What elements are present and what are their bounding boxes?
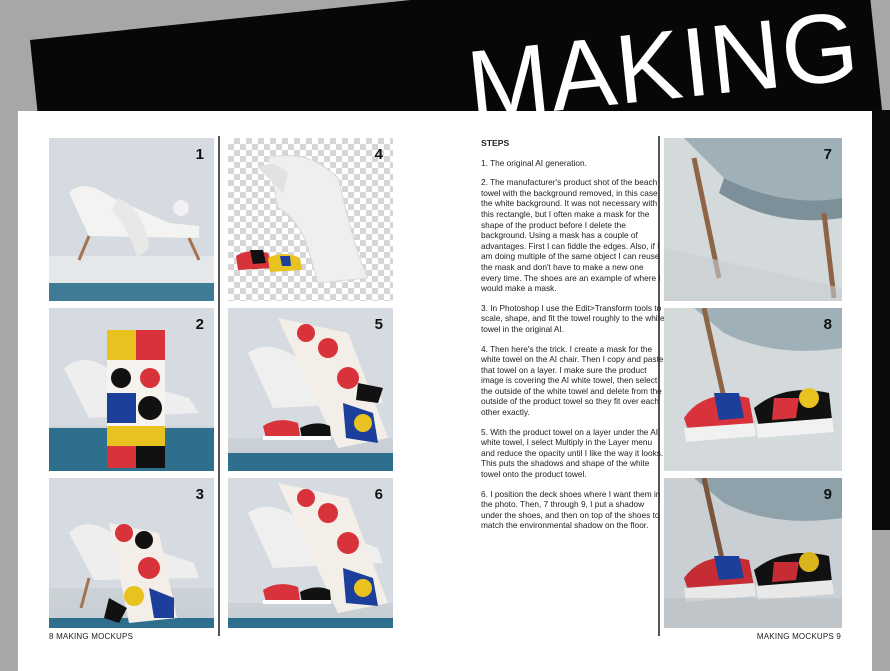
image-number: 9 (823, 486, 832, 503)
image-number: 2 (195, 316, 204, 333)
image-5: 5 (228, 308, 393, 471)
image-4: 4 (228, 138, 393, 301)
footer-left: 8 MAKING MOCKUPS (49, 632, 134, 641)
image-number: 6 (374, 486, 383, 503)
towel-illustration (49, 308, 214, 471)
image-8: 8 (664, 308, 842, 471)
image-number: 4 (374, 146, 383, 163)
image-6: 6 (228, 478, 393, 628)
image-2: 2 (49, 308, 214, 471)
chair-close-up-illustration (664, 138, 842, 301)
column-rule-left (218, 136, 220, 636)
towel-shoes-shadow-illustration (228, 478, 393, 628)
image-number: 7 (823, 146, 832, 163)
image-9: 9 (664, 478, 842, 628)
column-rule-right (658, 136, 660, 636)
footer-right: MAKING MOCKUPS 9 (756, 632, 841, 641)
image-number: 3 (195, 486, 204, 503)
steps-heading: STEPS (481, 138, 510, 148)
shoes-with-shadow-illustration (664, 478, 842, 628)
image-7: 7 (664, 138, 842, 301)
magazine-spread: 1 2 (18, 111, 872, 671)
steps-column: STEPS 1. The original AI generation. 2. … (481, 138, 666, 540)
towel-and-shoes-illustration (228, 308, 393, 471)
step-4: 4. Then here's the trick. I create a mas… (481, 343, 664, 418)
image-number: 1 (195, 146, 204, 163)
step-6: 6. I position the deck shoes where I wan… (481, 488, 661, 531)
shoes-illustration (664, 308, 842, 471)
lounger-illustration (49, 138, 214, 301)
step-2: 2. The manufacturer's product shot of th… (481, 177, 661, 294)
step-1: 1. The original AI generation. (481, 157, 587, 168)
image-number: 8 (823, 316, 832, 333)
image-number: 5 (374, 316, 383, 333)
step-3: 3. In Photoshop I use the Edit>Transform… (481, 302, 665, 334)
image-3: 3 (49, 478, 214, 628)
image-1: 1 (49, 138, 214, 301)
towel-on-lounger-illustration (49, 478, 214, 628)
cutout-towel-illustration (236, 155, 369, 284)
step-5: 5. With the product towel on a layer und… (481, 426, 664, 480)
